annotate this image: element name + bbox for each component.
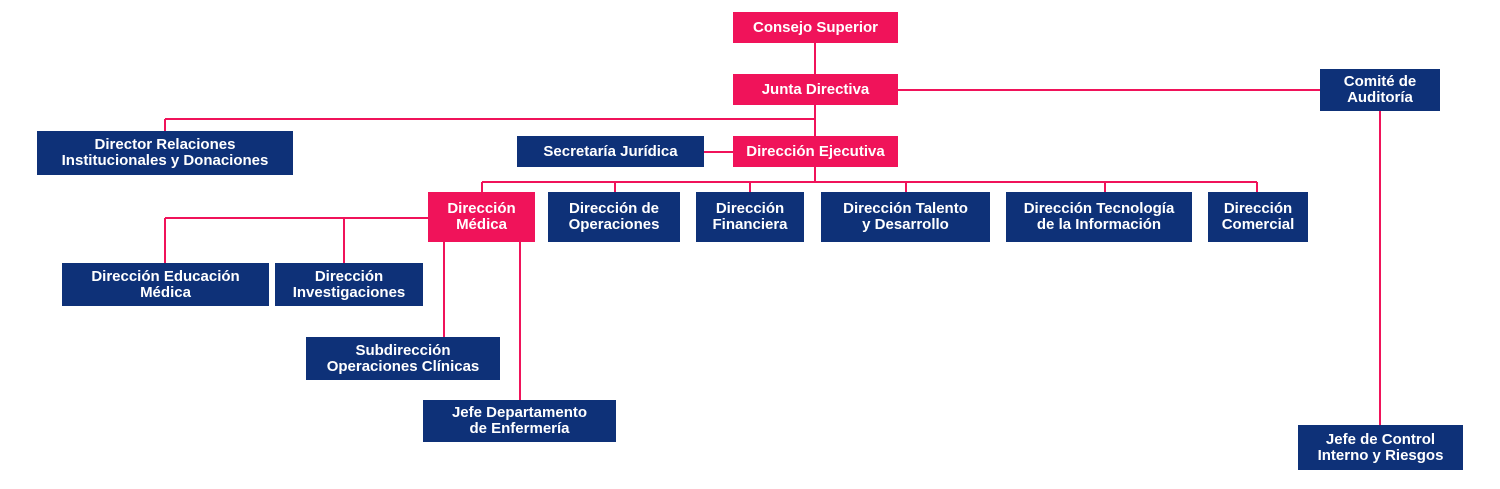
node-direccion-comercial: Dirección Comercial xyxy=(1208,192,1308,242)
node-direccion-tecnologia: Dirección Tecnología de la Información xyxy=(1006,192,1192,242)
node-direccion-educacion: Dirección Educación Médica xyxy=(62,263,269,306)
node-comite-auditoria: Comité de Auditoría xyxy=(1320,69,1440,111)
node-subdireccion-operaciones-clinicas: Subdirección Operaciones Clínicas xyxy=(306,337,500,380)
node-director-relaciones: Director Relaciones Institucionales y Do… xyxy=(37,131,293,175)
node-direccion-operaciones: Dirección de Operaciones xyxy=(548,192,680,242)
node-secretaria-juridica: Secretaría Jurídica xyxy=(517,136,704,167)
node-direccion-investigaciones: Dirección Investigaciones xyxy=(275,263,423,306)
node-consejo-superior: Consejo Superior xyxy=(733,12,898,43)
node-direccion-talento: Dirección Talento y Desarrollo xyxy=(821,192,990,242)
node-direccion-ejecutiva: Dirección Ejecutiva xyxy=(733,136,898,167)
node-direccion-medica: Dirección Médica xyxy=(428,192,535,242)
node-junta-directiva: Junta Directiva xyxy=(733,74,898,105)
node-jefe-enfermeria: Jefe Departamento de Enfermería xyxy=(423,400,616,442)
node-jefe-control-interno: Jefe de Control Interno y Riesgos xyxy=(1298,425,1463,470)
node-direccion-financiera: Dirección Financiera xyxy=(696,192,804,242)
